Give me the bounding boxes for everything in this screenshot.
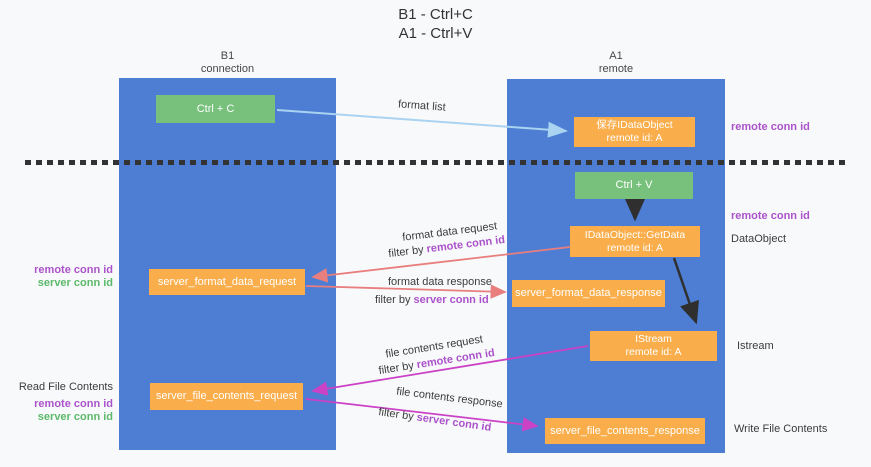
page-title: B1 - Ctrl+C A1 - Ctrl+V [0,5,871,43]
phase-separator-dashed-line [25,160,845,165]
left-label-remote-conn-id-bottom: remote conn id [34,398,113,410]
format-data-response-filter-label: filter by server conn id [375,294,489,306]
lane-b1-role: connection [200,63,255,75]
lane-b1-name: B1 [220,50,235,62]
right-label-write-file-contents: Write File Contents [734,423,828,435]
server-format-data-response-label: server_format_data_response [515,287,662,299]
node-store-idataobject: 保存IDataObject remote id: A [574,117,695,147]
node-server-format-data-request: server_format_data_request [149,269,305,295]
ctrl-c-label: Ctrl + C [196,102,235,115]
node-istream: IStream remote id: A [590,331,717,361]
node-ctrl-v: Ctrl + V [575,172,693,199]
left-label-server-conn-id-bottom: server conn id [37,411,113,423]
filter-key-server-conn-id: server conn id [413,294,489,306]
filter-prefix: filter by [375,294,414,306]
left-label-server-conn-id-top: server conn id [37,277,113,289]
store-idataobject-remote-id: remote id: A [606,132,663,144]
getdata-remote-id: remote id: A [606,241,664,254]
node-server-file-contents-request: server_file_contents_request [150,383,303,410]
store-idataobject-line1: 保存IDataObject [596,119,673,131]
node-server-format-data-response: server_format_data_response [512,280,665,307]
getdata-line1: IDataObject::GetData [584,228,686,241]
lane-a1-role: remote [598,63,634,75]
server-file-contents-request-label: server_file_contents_request [155,390,298,402]
lane-header-b1: B1 connection [119,50,336,76]
left-label-read-file-contents: Read File Contents [18,381,113,393]
filter-prefix: filter by [377,359,418,378]
istream-line1: IStream [635,333,672,345]
title-line-1: B1 - Ctrl+C [398,6,473,23]
filter-key-server-conn-id: server conn id [415,411,493,434]
left-label-remote-conn-id-top: remote conn id [34,264,113,276]
server-file-contents-response-label: server_file_contents_response [550,424,700,437]
node-ctrl-c: Ctrl + C [156,95,275,123]
lane-a1-name: A1 [609,50,623,62]
filter-prefix: filter by [387,243,428,261]
right-label-istream: Istream [737,340,774,352]
server-format-data-request-label: server_format_data_request [157,275,297,288]
filter-prefix: filter by [377,406,418,424]
right-label-remote-conn-id-mid: remote conn id [731,210,810,222]
file-contents-response-filter-label: filter by server conn id [378,406,492,434]
right-label-remote-conn-id-top: remote conn id [731,121,810,133]
lane-header-a1: A1 remote [507,50,725,76]
file-contents-response-label: file contents response [395,385,504,411]
node-server-file-contents-response: server_file_contents_response [545,418,705,444]
node-idataobject-getdata: IDataObject::GetData remote id: A [570,226,700,257]
format-list-label: format list [397,98,447,114]
istream-remote-id: remote id: A [625,346,682,358]
title-line-2: A1 - Ctrl+V [398,25,473,42]
right-label-dataobject: DataObject [731,233,787,245]
format-data-response-label: format data response [388,276,492,288]
ctrl-v-label: Ctrl + V [615,179,653,191]
